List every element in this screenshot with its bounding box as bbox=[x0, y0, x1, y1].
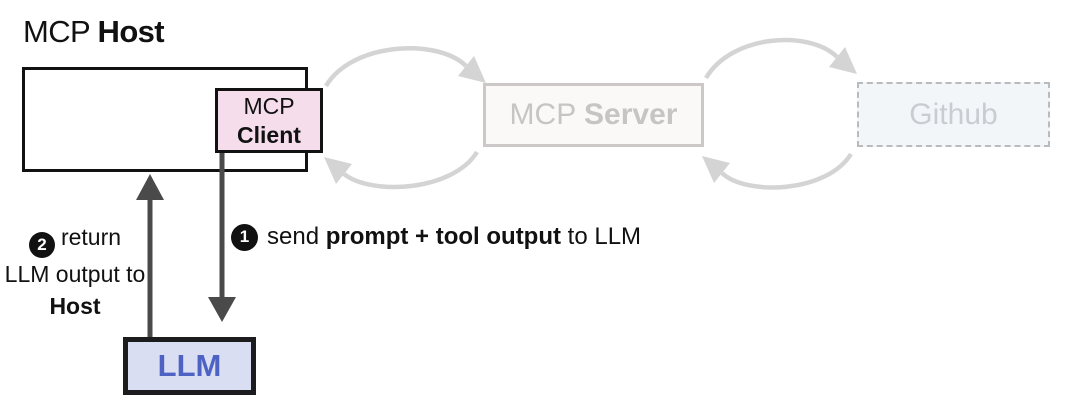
mcp-server-box: MCP Server bbox=[483, 83, 704, 147]
step1-text-bold: prompt + tool output bbox=[325, 223, 561, 250]
host-title-regular: MCP bbox=[23, 14, 90, 49]
arrowhead-to-server-return-icon bbox=[702, 156, 730, 183]
step2-line2: LLM output to bbox=[4, 260, 146, 287]
client-to-llm-arrow bbox=[208, 153, 236, 322]
mcp-client-box: MCP Client bbox=[215, 88, 323, 153]
down-arrowhead-icon bbox=[208, 297, 236, 322]
arrowhead-to-client-icon bbox=[324, 157, 352, 184]
up-arrowhead-icon bbox=[136, 174, 164, 200]
host-title-bold: Host bbox=[97, 14, 165, 49]
step2-number-badge-icon: 2 bbox=[28, 231, 55, 258]
server-github-cycle-arrows bbox=[702, 37, 857, 190]
server-label-bold: Server bbox=[584, 98, 678, 131]
step1-text-pre: send bbox=[267, 223, 320, 250]
llm-to-host-arrow bbox=[136, 174, 164, 340]
arc-server-to-github bbox=[704, 37, 839, 80]
server-label-regular: MCP bbox=[509, 98, 576, 131]
step2-line1-text: return bbox=[60, 224, 122, 250]
step1-text-post: to LLM bbox=[567, 223, 642, 250]
arc-client-to-server bbox=[324, 46, 468, 88]
llm-label: LLM bbox=[157, 348, 222, 383]
github-label: Github bbox=[909, 97, 998, 131]
arc-server-to-client bbox=[342, 150, 479, 190]
step1-annotation: 1 send prompt + tool output to LLM bbox=[231, 223, 641, 251]
arrowhead-to-server-icon bbox=[458, 56, 486, 83]
client-server-cycle-arrows bbox=[324, 46, 486, 190]
step2-line3: Host bbox=[49, 293, 101, 320]
server-label: MCP Server bbox=[510, 98, 678, 132]
step1-number-badge-icon: 1 bbox=[231, 223, 258, 251]
host-title: MCP Host bbox=[23, 14, 165, 50]
arc-github-to-server bbox=[720, 152, 853, 190]
arrowhead-to-github-icon bbox=[829, 47, 857, 74]
llm-box: LLM bbox=[123, 337, 256, 395]
client-label-line2: Client bbox=[237, 121, 301, 148]
client-label-line1: MCP bbox=[243, 92, 295, 119]
step1-text: send prompt + tool output to LLM bbox=[267, 223, 641, 251]
github-box: Github bbox=[857, 82, 1050, 147]
